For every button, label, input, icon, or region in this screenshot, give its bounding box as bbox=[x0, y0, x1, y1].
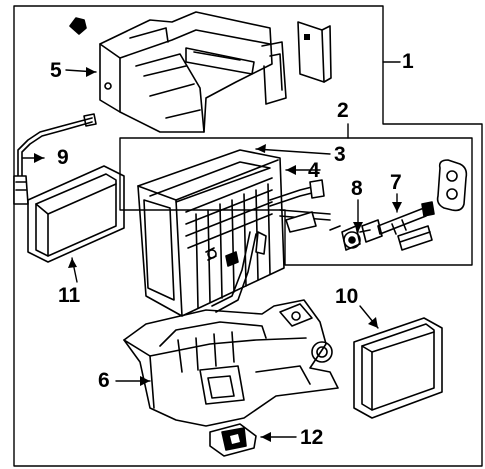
callout-6: 6 bbox=[98, 369, 110, 392]
callout-4: 4 bbox=[308, 159, 320, 182]
callout-2: 2 bbox=[337, 99, 349, 122]
leader-arrowheads bbox=[34, 67, 402, 442]
expansion-valve bbox=[341, 219, 383, 251]
retaining-clip bbox=[69, 17, 87, 35]
assembly-frame bbox=[13, 5, 483, 467]
seal-grommet bbox=[397, 225, 433, 251]
upper-case bbox=[99, 11, 287, 133]
valve-bolt bbox=[377, 201, 435, 235]
callout-9: 9 bbox=[57, 146, 69, 169]
callout-5: 5 bbox=[50, 59, 62, 82]
callout-12: 12 bbox=[300, 426, 324, 449]
blower-fan bbox=[311, 341, 333, 363]
callout-1: 1 bbox=[402, 50, 414, 73]
evaporator-core bbox=[137, 149, 285, 317]
seal-pad bbox=[297, 21, 332, 83]
callout-8: 8 bbox=[351, 177, 363, 200]
filter-frame-left bbox=[27, 165, 125, 263]
aspirator-hose bbox=[13, 113, 97, 205]
evaporator-group-frame bbox=[119, 137, 473, 266]
callout-7: 7 bbox=[390, 171, 402, 194]
blower-resistor bbox=[209, 423, 257, 457]
callout-10: 10 bbox=[335, 285, 359, 308]
callout-3: 3 bbox=[334, 143, 346, 166]
pipe-plate bbox=[436, 159, 468, 212]
filter-frame-right bbox=[353, 317, 443, 419]
refrigerant-pipes bbox=[211, 179, 331, 313]
callout-11: 11 bbox=[58, 284, 81, 307]
lower-case bbox=[123, 299, 339, 427]
mounting-screws bbox=[205, 225, 341, 267]
